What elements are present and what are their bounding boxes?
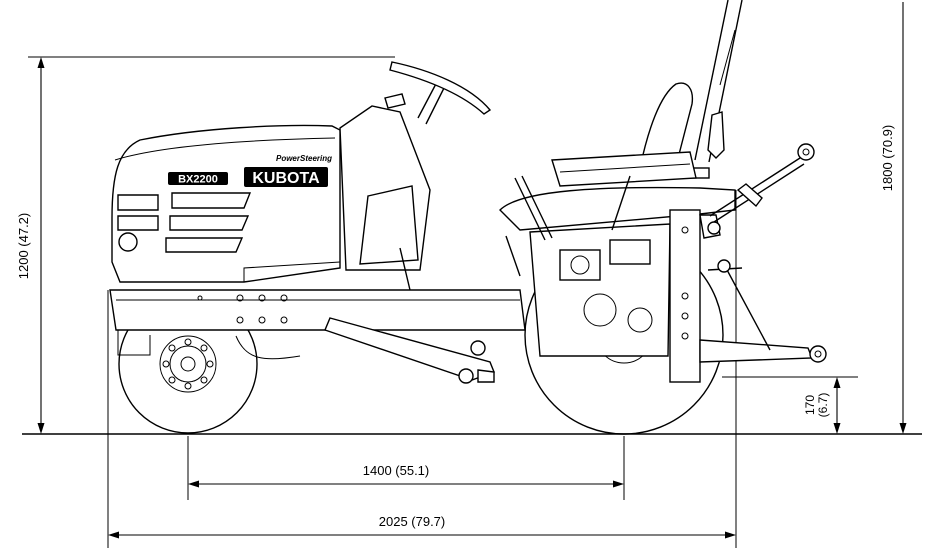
arrow-right-icon [613, 480, 624, 488]
model-badge-plate [168, 172, 228, 185]
arrow-right-icon [725, 531, 736, 539]
arrow-up-icon [833, 377, 841, 388]
model-badge: BX2200 [178, 174, 218, 186]
dimension-labels: 1200 (47.2) 1800 (70.9) 1400 (55.1) 2025… [16, 125, 895, 529]
ground-clearance-mm-label: 170 [803, 395, 817, 415]
overall-length-label: 2025 (79.7) [379, 514, 446, 529]
brand-badge: KUBOTA [252, 170, 320, 187]
chassis-frame [109, 289, 526, 356]
overall-height-label: 1800 (70.9) [880, 125, 895, 192]
arrow-left-icon [188, 480, 199, 488]
arrow-down-icon [899, 423, 907, 434]
arrow-down-icon [833, 423, 841, 434]
steering-badge: PowerSteering [276, 154, 332, 163]
arrow-left-icon [108, 531, 119, 539]
ground-clearance-in-label: (6.7) [816, 393, 830, 418]
hood: BX2200 KUBOTA PowerSteering [111, 124, 341, 283]
steering-assembly [339, 61, 492, 271]
seat [551, 82, 697, 187]
brand-badge-plate [244, 167, 328, 187]
dimension-lines [22, 2, 922, 548]
transmission [499, 186, 736, 383]
control-levers [505, 175, 631, 277]
arrow-down-icon [37, 423, 45, 434]
steering-wheel [389, 61, 492, 115]
mid-linkage [235, 247, 495, 384]
tractor-illustration: BX2200 KUBOTA PowerSteering [109, 0, 827, 435]
arrow-up-icon [37, 57, 45, 68]
wheelbase-label: 1400 (55.1) [363, 463, 430, 478]
three-point-hitch [699, 143, 827, 363]
steering-height-label: 1200 (47.2) [16, 213, 31, 280]
